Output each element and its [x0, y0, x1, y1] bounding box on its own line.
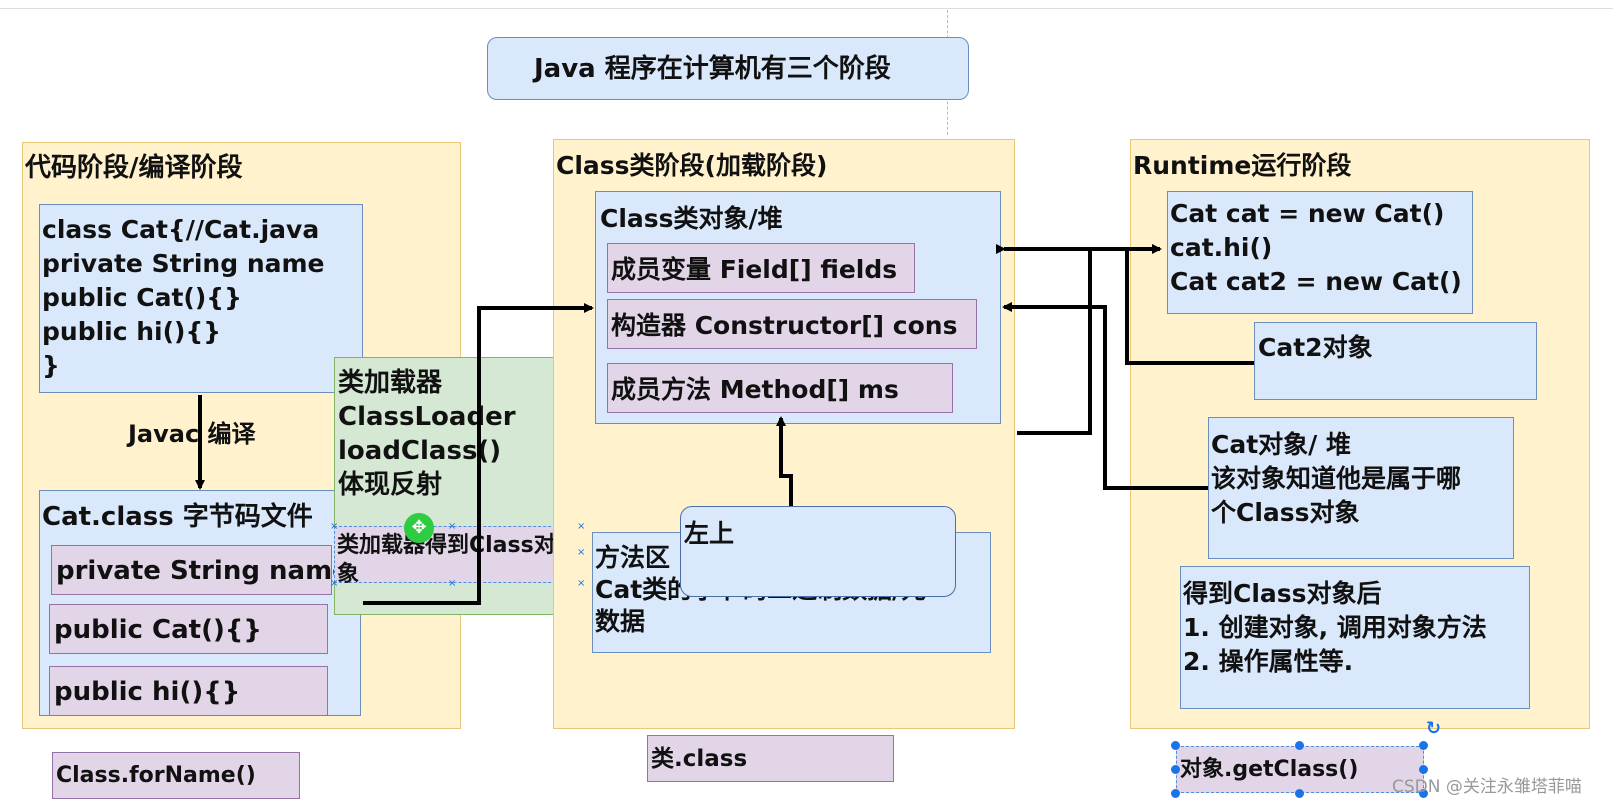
after-class-object-box[interactable]: 得到Class对象后 1. 创建对象, 调用对象方法 2. 操作属性等. [1180, 566, 1530, 709]
selection-marker: × [448, 578, 457, 589]
bytecode-constructor[interactable]: public Cat(){} [49, 604, 328, 654]
classloader-line: ClassLoader [338, 402, 516, 432]
selection-marker: × [330, 578, 339, 589]
runtime-code-box[interactable]: Cat cat = new Cat() cat.hi() Cat cat2 = … [1167, 191, 1473, 314]
source-code-box[interactable]: class Cat{//Cat.java private String name… [39, 204, 363, 393]
stage-code-compile-title: 代码阶段/编译阶段 [25, 153, 243, 183]
get-class-box[interactable]: 对象.getClass() [1176, 746, 1424, 793]
selection-handle[interactable] [1419, 789, 1428, 798]
cat-object-heap-box[interactable]: Cat对象/ 堆 该对象知道他是属于哪 个Class对象 [1208, 417, 1514, 559]
source-line: class Cat{//Cat.java [42, 215, 320, 244]
member-methods[interactable]: 成员方法 Method[] ms [607, 363, 953, 413]
selection-handle[interactable] [1419, 741, 1428, 750]
selection-handle[interactable] [1419, 765, 1428, 774]
cat2-arrow [1125, 249, 1254, 365]
runtime-code-line: Cat cat = new Cat() [1170, 199, 1445, 228]
member-fields[interactable]: 成员变量 Field[] fields [607, 243, 915, 293]
popup-top-left[interactable]: 左上 [680, 506, 956, 597]
selection-marker: × [330, 521, 339, 532]
classloader-line: 体现反射 [338, 470, 443, 500]
top-divider [0, 8, 1613, 9]
selection-marker: × [577, 521, 586, 532]
compile-label: Javac 编译 [128, 420, 256, 448]
source-line: public Cat(){} [42, 283, 242, 312]
selection-handle[interactable] [1171, 765, 1180, 774]
source-line: } [42, 351, 60, 380]
runtime-link [1017, 249, 1092, 435]
classloader-result-label: 类加载器得到Class对象 [337, 533, 556, 587]
after-class-line: 得到Class对象后 [1183, 579, 1382, 608]
class-forname-box[interactable]: Class.forName() [52, 752, 300, 799]
selection-handle[interactable] [1295, 789, 1304, 798]
stage-runtime-title: Runtime运行阶段 [1133, 151, 1352, 180]
bytecode-field[interactable]: private String name [51, 545, 350, 595]
selection-marker: × [577, 578, 586, 589]
rotate-icon[interactable]: ↻ [1426, 718, 1442, 739]
dot-class-box[interactable]: 类.class [647, 735, 894, 782]
selection-handle[interactable] [1171, 741, 1180, 750]
member-constructors[interactable]: 构造器 Constructor[] cons [607, 299, 977, 349]
bytecode-title: Cat.class 字节码文件 [42, 502, 313, 532]
popup-top-left-label: 左上 [684, 519, 735, 548]
selection-marker: × [448, 521, 457, 532]
classloader-result-box[interactable]: 类加载器得到Class对象 [334, 526, 581, 587]
method-area-line: 数据 [595, 607, 646, 636]
method-area-line: 方法区 [595, 543, 671, 572]
cat-object-line: Cat对象/ 堆 [1211, 430, 1352, 459]
dot-class-label: 类.class [651, 746, 748, 772]
cat-object-line: 该对象知道他是属于哪 [1211, 464, 1462, 493]
classloader-line: 类加载器 [338, 368, 443, 398]
source-line: private String name [42, 249, 325, 278]
class-forname-label: Class.forName() [56, 763, 256, 788]
title-box[interactable]: Java 程序在计算机有三个阶段 [487, 37, 969, 100]
get-class-label: 对象.getClass() [1180, 757, 1359, 782]
runtime-code-line: Cat cat2 = new Cat() [1170, 267, 1462, 296]
selection-handle[interactable] [1171, 789, 1180, 798]
class-object-heap-title: Class类对象/堆 [600, 204, 783, 233]
selection-marker: × [577, 547, 586, 558]
watermark: CSDN @关注永雏塔菲喵 [1392, 777, 1582, 797]
cat2-object-box[interactable]: Cat2对象 [1254, 322, 1537, 400]
classloader-line: loadClass() [338, 436, 502, 466]
bytecode-method[interactable]: public hi(){} [49, 666, 328, 716]
method-area-arrow [776, 416, 793, 506]
cat-object-arrow [1002, 302, 1208, 490]
cat-object-line: 个Class对象 [1211, 498, 1360, 527]
load-arrow [363, 303, 594, 605]
stage-class-loading-title: Class类阶段(加载阶段) [556, 151, 828, 180]
selection-handle[interactable] [1295, 741, 1304, 750]
cat2-object-label: Cat2对象 [1258, 333, 1373, 362]
diagram-title: Java 程序在计算机有三个阶段 [534, 54, 891, 84]
source-line: public hi(){} [42, 317, 222, 346]
after-class-line: 2. 操作属性等. [1183, 647, 1354, 676]
after-class-line: 1. 创建对象, 调用对象方法 [1183, 613, 1487, 642]
runtime-code-line: cat.hi() [1170, 233, 1273, 262]
move-handle-icon[interactable]: ✥ [404, 513, 434, 543]
